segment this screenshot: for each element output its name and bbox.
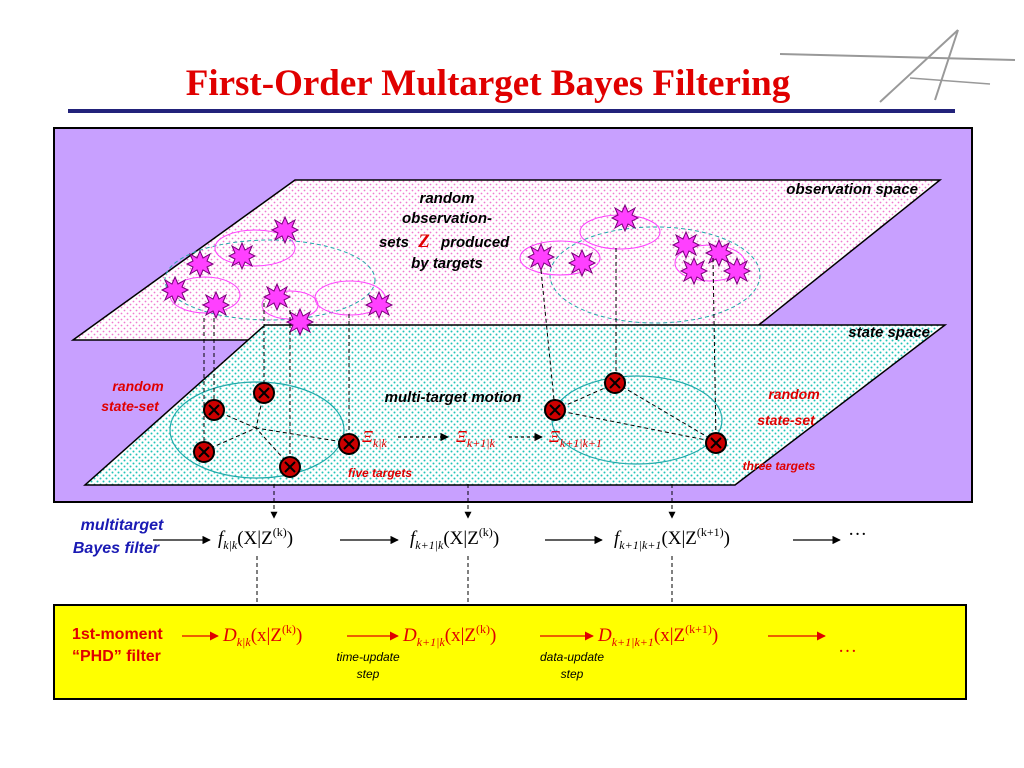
three-targets-label: three targets	[743, 459, 816, 473]
column-links	[253, 484, 676, 623]
observation-caption: random observation- sets Z produced by t…	[379, 190, 510, 272]
phd-ellipsis: …	[838, 636, 857, 657]
star-icon	[202, 291, 230, 319]
star-icon	[271, 216, 299, 244]
bayes-f-k1k1: fk+1|k+1(X|Z(k+1))	[614, 525, 730, 552]
xi-sequence: Ξk|k Ξk+1|k Ξk+1|k+1	[362, 427, 602, 450]
star-icon	[680, 257, 708, 285]
star-icon	[365, 291, 393, 319]
motion-label: multi-target motion	[385, 389, 522, 406]
time-update-label: time-update step	[336, 650, 400, 681]
state-space-label: state space	[848, 324, 930, 341]
svg-text:1st-moment: 1st-moment	[72, 626, 163, 643]
star-icon	[672, 231, 700, 259]
star-icon	[286, 308, 314, 336]
svg-text:Z: Z	[417, 231, 430, 252]
page-title: First-Order Multarget Bayes Filtering	[186, 63, 791, 104]
target-icon	[705, 432, 727, 454]
xi-kk: Ξk|k	[362, 427, 388, 450]
star-icon	[228, 242, 256, 270]
svg-text:observation-: observation-	[402, 210, 492, 227]
svg-text:data-update: data-update	[540, 650, 604, 664]
svg-text:time-update: time-update	[336, 650, 400, 664]
bayes-ellipsis: ···	[848, 524, 867, 545]
svg-text:step: step	[561, 667, 584, 681]
bayes-filter-label: multitarget Bayes filter	[73, 517, 164, 557]
data-update-label: data-update step	[540, 650, 604, 681]
state-plane	[83, 324, 948, 486]
target-icon	[203, 399, 225, 421]
star-icon	[527, 243, 555, 271]
svg-text:Bayes filter: Bayes filter	[73, 540, 160, 557]
svg-text:random: random	[419, 190, 474, 207]
target-icon	[338, 433, 360, 455]
target-icon	[604, 372, 626, 394]
star-icon	[611, 204, 639, 232]
svg-text:“PHD” filter: “PHD” filter	[72, 648, 161, 665]
target-icon	[253, 382, 275, 404]
target-icon	[193, 441, 215, 463]
phd-d-kk: Dk|k(x|Z(k))	[222, 622, 302, 649]
phd-panel	[53, 604, 967, 700]
phd-d-k1k: Dk+1|k(x|Z(k))	[402, 622, 496, 649]
observation-space-label: observation space	[786, 181, 918, 198]
svg-text:step: step	[357, 667, 380, 681]
logo-icon	[779, 29, 1016, 103]
target-icon	[544, 399, 566, 421]
right-random-set-line1: random	[768, 386, 819, 402]
phd-filter-label: 1st-moment “PHD” filter	[72, 626, 163, 665]
five-targets-label: five targets	[348, 466, 412, 480]
bayes-f-kk: fk|k(X|Z(k))	[218, 525, 293, 552]
star-icon	[186, 250, 214, 278]
svg-text:by targets: by targets	[411, 255, 483, 272]
star-icon	[161, 276, 189, 304]
xi-k1k: Ξk+1|k	[456, 427, 496, 450]
star-icon	[263, 283, 291, 311]
svg-text:sets: sets	[379, 234, 409, 251]
right-random-set-line2: state-set	[757, 412, 816, 428]
svg-text:multitarget: multitarget	[81, 517, 164, 534]
star-icon	[568, 249, 596, 277]
target-icon	[279, 456, 301, 478]
svg-text:produced: produced	[440, 234, 510, 251]
bayes-f-k1k: fk+1|k(X|Z(k))	[410, 525, 499, 552]
phd-d-k1k1: Dk+1|k+1(x|Z(k+1))	[597, 622, 718, 649]
star-icon	[723, 257, 751, 285]
left-random-set-line2: state-set	[101, 398, 160, 414]
xi-k1k1: Ξk+1|k+1	[549, 427, 602, 450]
left-random-set-line1: random	[112, 378, 163, 394]
